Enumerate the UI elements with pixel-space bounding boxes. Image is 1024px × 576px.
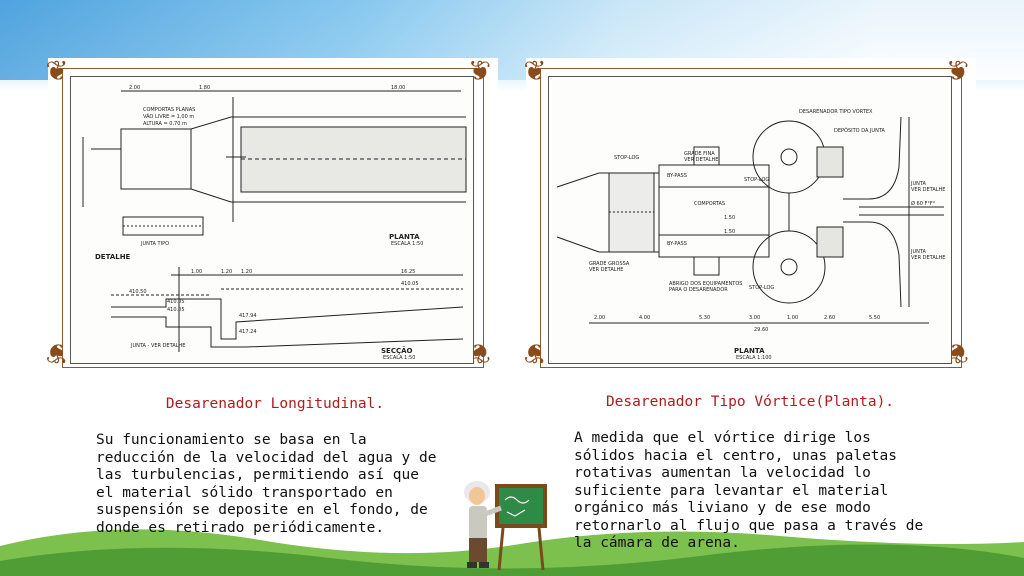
left-caption: Desarenador Longitudinal. [165, 396, 385, 412]
label-vao: VÃO LIVRE = 1,00 m [143, 113, 194, 120]
scroll-corner-icon: ❦ [46, 49, 67, 89]
sec-dim-4: 16.25 [401, 269, 415, 275]
sec-dim-2: 1.20 [221, 269, 232, 275]
label-planta: PLANTA [389, 233, 420, 241]
scroll-corner-icon: ❦ [524, 335, 545, 375]
label-seccao: SECÇÃO [381, 346, 413, 355]
label-stop-log-2: STOP-LOG [744, 177, 769, 183]
right-frame [540, 68, 962, 368]
r-dim-total: 29.60 [754, 327, 768, 333]
label-junta-ver: JUNTA - VER DETALHE [130, 343, 185, 349]
r-dim-3: 5.30 [699, 315, 710, 321]
label-junta-2: JUNTA [910, 249, 927, 255]
r-dim-4: 3.00 [749, 315, 760, 321]
scroll-corner-icon: ❦ [524, 49, 545, 89]
label-seccao-escala: ESCALA 1:50 [383, 355, 415, 361]
label-planta: PLANTA [734, 347, 765, 355]
label-stop-log-3: STOP-LOG [749, 285, 774, 291]
sec-dim-3: 1.20 [241, 269, 252, 275]
dim-150b: 1.50 [724, 229, 735, 235]
label-para-desarenador: PARA O DESARENADOR [669, 287, 728, 293]
label-ver-detalhe-a2: VER DETALHE [911, 255, 945, 261]
label-altura: ALTURA = 0,70 m [143, 121, 187, 127]
label-planta-escala: ESCALA 1:100 [736, 355, 772, 361]
right-caption: Desarenador Tipo Vórtice(Planta). [605, 394, 895, 410]
elev-6: 417.24 [239, 329, 257, 335]
label-deposito: DEPÓSITO DA JUNTA [834, 127, 886, 134]
chalkboard-icon [495, 484, 547, 571]
grass-hills [0, 529, 1024, 576]
longitudinal-sand-trap-drawing: 2.00 1.80 18.00 COMPORTAS PLANAS VÃO LIV… [70, 76, 474, 364]
left-description: Su funcionamiento se basa en la reducció… [96, 432, 437, 536]
label-comportas: COMPORTAS [694, 201, 725, 207]
label-ver-detalhe-c: VER DETALHE [684, 157, 718, 163]
elev-5: 417.94 [239, 313, 257, 319]
label-junta-tipo: JUNTA TIPO [140, 241, 169, 247]
label-stop-log-1: STOP-LOG [614, 155, 639, 161]
label-grade-grossa: GRADE GROSSA [589, 261, 630, 267]
label-by-pass-2: BY-PASS [667, 241, 687, 247]
label-desarenador-vortex: DESARENADOR TIPO VORTEX [799, 109, 873, 115]
label-comportas: COMPORTAS PLANAS [143, 107, 195, 113]
r-dim-5: 1.00 [787, 315, 798, 321]
elev-4: 410.05 [401, 281, 419, 287]
label-by-pass-1: BY-PASS [667, 173, 687, 179]
label-abrigo: ABRIGO DOS EQUIPAMENTOS [669, 281, 742, 287]
dim-1: 2.00 [129, 85, 140, 91]
r-dim-2: 4.00 [639, 315, 650, 321]
r-dim-7: 5.50 [869, 315, 880, 321]
elev-3: 410.05 [167, 307, 185, 313]
label-detalhe: DETALHE [95, 253, 131, 261]
r-dim-6: 2.60 [824, 315, 835, 321]
r-dim-1: 2.00 [594, 315, 605, 321]
right-description: A medida que el vórtice dirige los sólid… [574, 430, 924, 551]
scientist-icon [464, 481, 547, 571]
dim-150: 1.50 [724, 215, 735, 221]
scroll-corner-icon: ❦ [46, 335, 67, 375]
label-junta: JUNTA [910, 181, 927, 187]
label-phi: Ø 60 F°F° [911, 200, 936, 207]
elev-1: 410.50 [129, 289, 147, 295]
dim-3: 18.00 [391, 85, 405, 91]
label-ver-detalhe-b: VER DETALHE [589, 267, 623, 273]
elev-2: 410.05 [167, 299, 185, 305]
sec-dim-1: 1.00 [191, 269, 202, 275]
dim-2: 1.80 [199, 85, 210, 91]
label-grade-fina: GRADE FINA [684, 151, 715, 157]
label-ver-detalhe-a: VER DETALHE [911, 187, 945, 193]
label-planta-escala: ESCALA 1:50 [391, 241, 423, 247]
vortex-sand-trap-drawing: DESARENADOR TIPO VORTEX DEPÓSITO DA JUNT… [548, 76, 952, 364]
left-frame [62, 68, 484, 368]
